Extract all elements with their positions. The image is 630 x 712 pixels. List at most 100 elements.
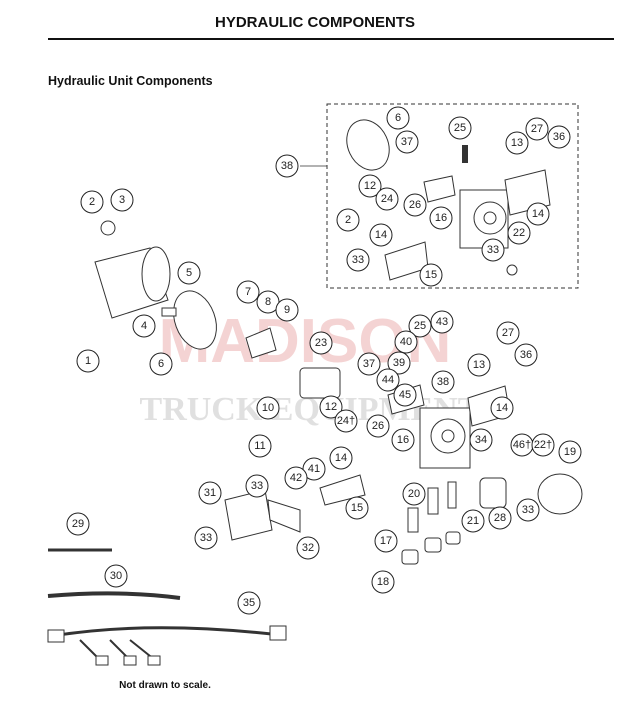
callout-label: 19 [564, 446, 576, 458]
callout-31: 31 [198, 481, 222, 505]
callout-label: 33 [200, 532, 212, 544]
callout-label: 7 [245, 286, 251, 298]
callout-13: 13 [467, 353, 491, 377]
callout-circle [461, 509, 485, 533]
callout-5: 5 [177, 261, 201, 285]
callout-2: 2 [336, 208, 360, 232]
callout-38: 38 [431, 370, 455, 394]
callout-42: 42 [284, 466, 308, 490]
callout-circle [248, 434, 272, 458]
callout-11: 11 [248, 434, 272, 458]
callout-33: 33 [245, 474, 269, 498]
callout-13: 13 [505, 131, 529, 155]
callout-33: 33 [346, 248, 370, 272]
callout-34: 34 [469, 428, 493, 452]
callout-15: 15 [419, 263, 443, 287]
callout-label: 32 [302, 542, 314, 554]
callout-circle [345, 496, 369, 520]
callout-circle [403, 193, 427, 217]
callout-24: 24 [375, 187, 399, 211]
callout-12: 12 [319, 395, 343, 419]
callout-10: 10 [256, 396, 280, 420]
callout-label: 25 [454, 122, 466, 134]
callout-label: 17 [380, 535, 392, 547]
callout-4: 4 [132, 314, 156, 338]
callout-circle [490, 396, 514, 420]
callout-circle [319, 395, 343, 419]
callout-circle [391, 428, 415, 452]
callout-circle [149, 352, 173, 376]
callout-label: 45 [399, 389, 411, 401]
callout-label: 27 [502, 327, 514, 339]
callout-circle [334, 409, 358, 433]
callout-label: 11 [254, 440, 265, 452]
callout-label: 16 [397, 434, 409, 446]
callout-18: 18 [371, 570, 395, 594]
callout-label: 8 [265, 296, 271, 308]
callout-label: 42 [290, 472, 302, 484]
callout-circle [256, 396, 280, 420]
callout-24-dagger: 24† [334, 409, 358, 433]
callout-29: 29 [66, 512, 90, 536]
scale-note: Not drawn to scale. [119, 680, 211, 691]
callout-circle [194, 526, 218, 550]
callout-46-dagger: 46† [510, 433, 534, 457]
callout-circle [371, 570, 395, 594]
callout-36: 36 [514, 343, 538, 367]
callout-label: 44 [382, 374, 394, 386]
callout-label: 13 [473, 359, 485, 371]
callout-label: 33 [352, 254, 364, 266]
callout-circle [496, 321, 520, 345]
callout-label: 26 [409, 199, 421, 211]
callout-14: 14 [329, 446, 353, 470]
callout-label: 18 [377, 576, 389, 588]
callout-circle [76, 349, 100, 373]
callout-circle [516, 498, 540, 522]
callout-circle [505, 131, 529, 155]
callout-circle [110, 188, 134, 212]
callout-label: 2 [345, 214, 351, 226]
callout-circle [366, 414, 390, 438]
callout-label: 29 [72, 518, 84, 530]
callout-19: 19 [558, 440, 582, 464]
callout-circle [386, 106, 410, 130]
callout-20: 20 [402, 482, 426, 506]
callout-25: 25 [408, 314, 432, 338]
callout-label: 5 [186, 267, 192, 279]
callout-circle [488, 506, 512, 530]
callout-circle [374, 529, 398, 553]
callout-label: 1 [85, 355, 91, 367]
callout-30: 30 [104, 564, 128, 588]
callout-label: 15 [425, 269, 437, 281]
callout-45: 45 [393, 383, 417, 407]
callout-label: 3 [119, 194, 125, 206]
callout-label: 12 [364, 180, 376, 192]
callout-circle [375, 187, 399, 211]
callout-25: 25 [448, 116, 472, 140]
callout-circle [395, 130, 419, 154]
callout-label: 34 [475, 434, 487, 446]
callout-26: 26 [403, 193, 427, 217]
callout-label: 31 [204, 487, 216, 499]
callout-label: 27 [531, 123, 543, 135]
callout-label: 38 [437, 376, 449, 388]
callout-27: 27 [496, 321, 520, 345]
callout-label: 14 [496, 402, 508, 414]
callout-23: 23 [309, 331, 333, 355]
callout-label: 14 [375, 229, 387, 241]
callout-label: 22 [513, 227, 525, 239]
callout-21: 21 [461, 509, 485, 533]
callout-40: 40 [394, 330, 418, 354]
callout-label: 30 [110, 570, 122, 582]
callout-label: 43 [436, 316, 448, 328]
callout-label: 2 [89, 196, 95, 208]
callout-circle [430, 310, 454, 334]
callout-label: 14 [335, 452, 347, 464]
callout-circle [376, 368, 400, 392]
section-title: Hydraulic Unit Components [48, 74, 213, 88]
callout-26: 26 [366, 414, 390, 438]
callout-circle [296, 536, 320, 560]
callout-16: 16 [429, 206, 453, 230]
callout-16: 16 [391, 428, 415, 452]
